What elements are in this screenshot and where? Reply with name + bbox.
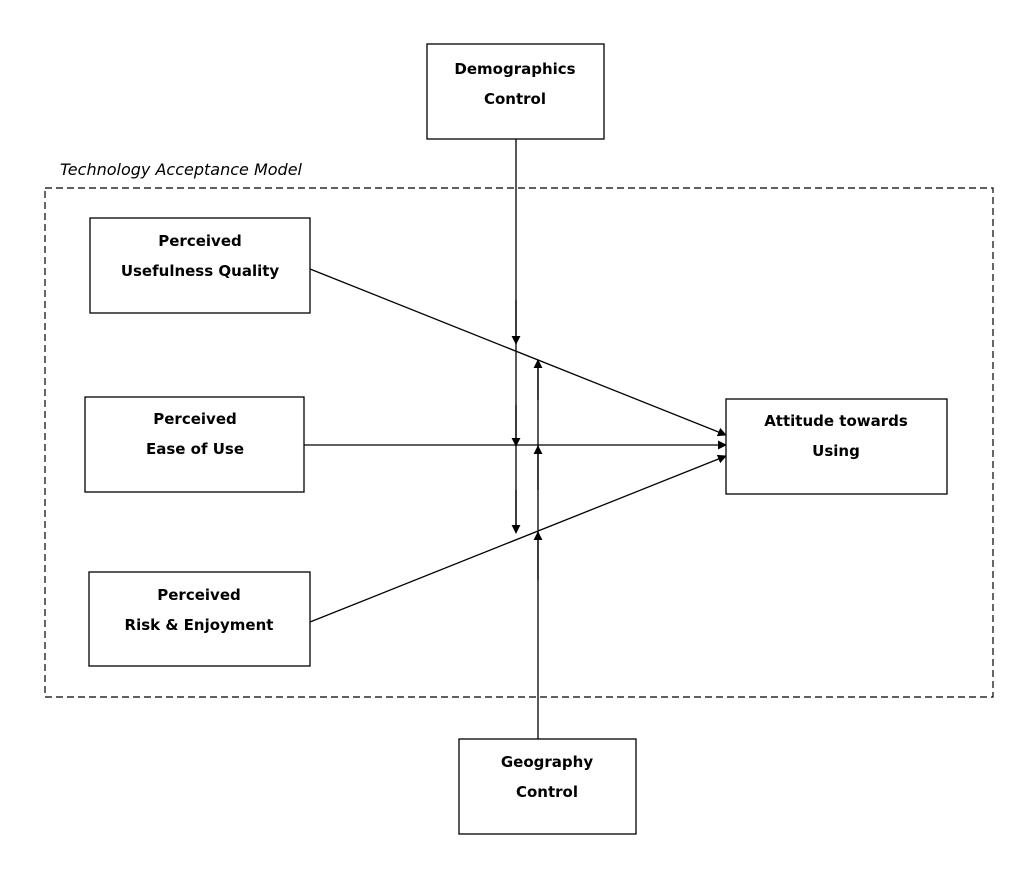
node-label-line-2: Usefulness Quality bbox=[121, 262, 280, 280]
edge-usefulness-to-attitude bbox=[309, 268, 727, 437]
node-perceived-usefulness: Perceived Usefulness Quality bbox=[89, 217, 311, 314]
node-label-line-1: Geography bbox=[501, 753, 593, 771]
node-label-line-2: Using bbox=[812, 442, 860, 460]
node-attitude-towards-using: Attitude towards Using bbox=[725, 398, 948, 495]
node-label-line-1: Demographics bbox=[454, 60, 575, 78]
node-label-line-1: Perceived bbox=[157, 586, 240, 604]
node-perceived-ease-of-use: Perceived Ease of Use bbox=[84, 396, 305, 493]
node-geography-control: Geography Control bbox=[458, 738, 637, 835]
node-label-line-2: Ease of Use bbox=[146, 440, 244, 458]
node-demographics-control: Demographics Control bbox=[426, 43, 605, 140]
edge-risk-to-attitude bbox=[309, 454, 727, 623]
node-label-line-1: Perceived bbox=[158, 232, 241, 250]
node-label-line-1: Perceived bbox=[153, 410, 236, 428]
node-label-line-1: Attitude towards bbox=[764, 412, 908, 430]
node-perceived-risk-enjoyment: Perceived Risk & Enjoyment bbox=[88, 571, 311, 667]
frame-label: Technology Acceptance Model bbox=[60, 160, 303, 179]
tam-frame bbox=[44, 187, 994, 698]
node-label-line-2: Control bbox=[516, 783, 578, 801]
node-label-line-2: Risk & Enjoyment bbox=[125, 616, 274, 634]
node-label-line-2: Control bbox=[484, 90, 546, 108]
